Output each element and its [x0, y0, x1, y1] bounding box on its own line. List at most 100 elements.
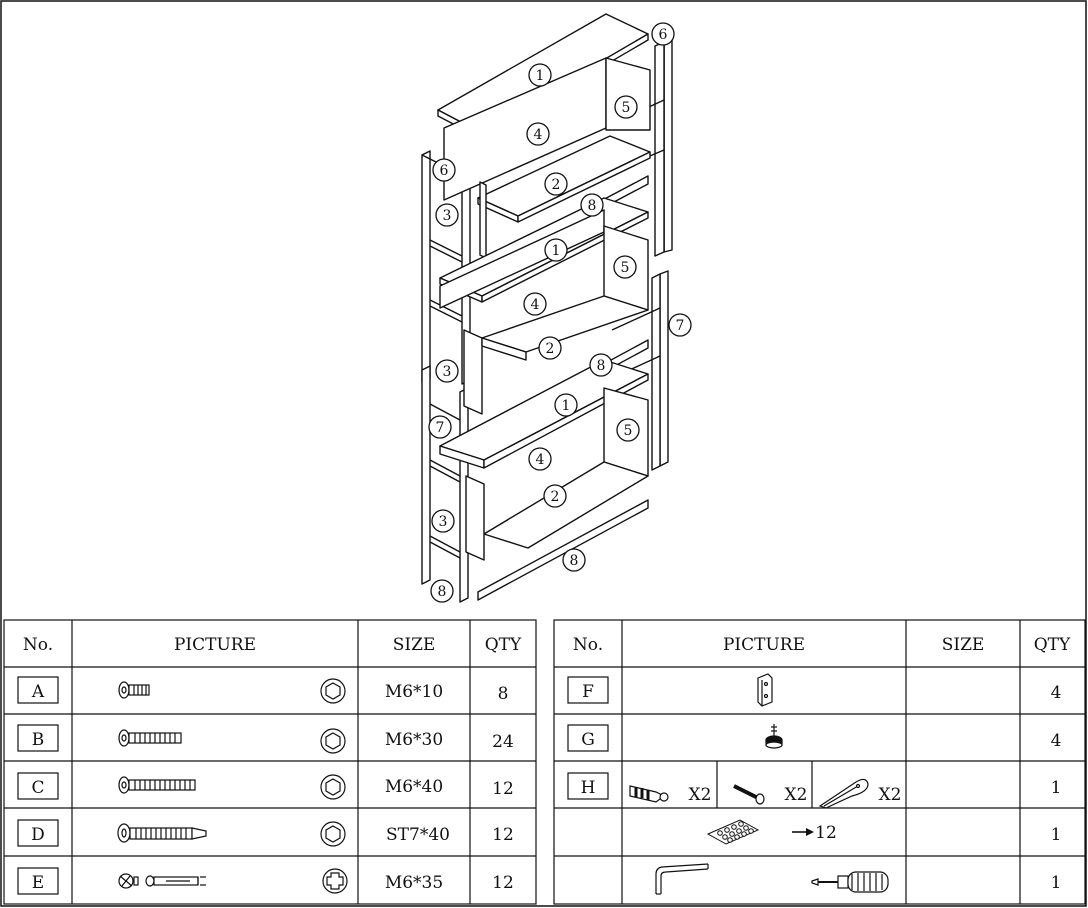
hex-socket-icon [320, 678, 346, 704]
part-callout-number: 4 [531, 297, 540, 313]
part-callout-number: 1 [536, 68, 545, 84]
wood-screw-icon [117, 823, 207, 843]
table-row: E M6*35 12 [17, 867, 514, 895]
multiplier-label: X2 [879, 785, 902, 805]
part-callout-circle [562, 548, 586, 572]
right-header-no: No. [573, 635, 603, 655]
part-callout-number: 2 [546, 341, 555, 357]
part-callout-circle [432, 158, 456, 182]
table-row: H X2 X2 X2 1 [567, 772, 1062, 809]
size-value: M6*10 [385, 682, 443, 702]
left-table-header: No. PICTURE SIZE QTY [23, 635, 522, 655]
part-callout-circle [435, 359, 459, 383]
part-id: D [31, 825, 45, 845]
qty-value: 4 [1051, 683, 1062, 703]
part-id: H [581, 778, 596, 798]
part-id-box [567, 772, 609, 800]
part-id-box [17, 819, 59, 847]
table-row: A M6*10 8 [17, 676, 509, 704]
left-lower-frame [421, 365, 469, 603]
part-callout-number: 7 [676, 318, 685, 334]
part-id-box [17, 772, 59, 800]
part-callout-number: 3 [443, 208, 452, 224]
left-header-qty: QTY [485, 635, 522, 655]
part-id: F [582, 682, 594, 702]
part-callout-circle [580, 193, 604, 217]
left-table-rows: A M6*10 8 B [17, 676, 514, 895]
qty-value: 1 [1051, 825, 1062, 845]
bottom-rail [477, 499, 649, 601]
part-callout-circle [614, 95, 638, 119]
right-header-picture: PICTURE [723, 635, 805, 655]
part-callout-number: 5 [621, 260, 630, 276]
part-id: A [31, 682, 45, 702]
part-id: C [31, 778, 44, 798]
bracket-icon [757, 673, 773, 707]
allen-key-icon [655, 863, 709, 895]
part-callout-number: 8 [597, 358, 606, 374]
part-callout-number: 8 [588, 198, 597, 214]
part-id: G [581, 730, 595, 750]
arrow-icon [792, 828, 814, 836]
table-row: B M6*30 24 [17, 724, 514, 754]
bumper-pad-sheet-icon [706, 819, 760, 845]
right-header-size: SIZE [942, 635, 985, 655]
upper-side-panel [605, 57, 651, 131]
part-callout-number: 5 [622, 100, 631, 116]
right-table-header: No. PICTURE SIZE QTY [573, 635, 1071, 655]
qty-value: 12 [492, 779, 514, 799]
screw-icon [733, 784, 765, 805]
part-id: E [32, 873, 44, 893]
hex-socket-icon [320, 821, 346, 847]
qty-value: 12 [492, 825, 514, 845]
left-header-picture: PICTURE [174, 635, 256, 655]
size-value: M6*40 [385, 777, 443, 797]
part-id-box [17, 867, 59, 895]
part-callout-number: 8 [438, 584, 447, 600]
qty-value: 24 [492, 732, 514, 752]
table-row: G 4 [567, 724, 1061, 752]
part-callout-circle [543, 484, 567, 508]
part-callout-number: 1 [552, 243, 561, 259]
right-table-frame [553, 619, 1086, 905]
table-row: F 4 [567, 673, 1062, 707]
table-row: 1 [655, 863, 1061, 895]
qty-value: 1 [1051, 778, 1062, 798]
part-callout-circle [616, 418, 640, 442]
part-callout-number: 5 [624, 423, 633, 439]
size-value: ST7*40 [386, 825, 450, 845]
hex-socket-icon [320, 774, 346, 800]
left-header-size: SIZE [393, 635, 436, 655]
part-id-box [17, 676, 59, 704]
part-callout-number: 4 [534, 127, 543, 143]
bolt-medium-icon [118, 729, 182, 747]
multiplier-label: X2 [785, 785, 808, 805]
part-callout-circle [435, 203, 459, 227]
part-callout-number: 4 [536, 452, 545, 468]
part-callout-circle [523, 292, 547, 316]
left-table-frame [3, 619, 537, 905]
qty-value: 8 [498, 684, 509, 704]
part-callout-circle [528, 63, 552, 87]
bolt-short-icon [118, 681, 150, 699]
left-header-no: No. [23, 635, 53, 655]
leveling-foot-icon [765, 724, 783, 749]
part-callout-circle [526, 122, 550, 146]
part-callout-circle [528, 447, 552, 471]
multiplier-label: X2 [689, 785, 712, 805]
part-callout-circle [544, 238, 568, 262]
part-callout-circle [613, 255, 637, 279]
part-callout-circle [538, 336, 562, 360]
part-callout-number: 3 [439, 514, 448, 530]
table-row: C M6*40 12 [17, 772, 514, 800]
qty-value: 12 [492, 873, 514, 893]
right-lower-post [611, 270, 669, 471]
part-callout-circle [668, 313, 692, 337]
size-value: M6*35 [385, 873, 443, 893]
right-header-qty: QTY [1034, 635, 1071, 655]
part-callout-circle [431, 509, 455, 533]
hex-socket-icon [320, 728, 346, 754]
cam-lock-dowel-icon [118, 873, 206, 889]
